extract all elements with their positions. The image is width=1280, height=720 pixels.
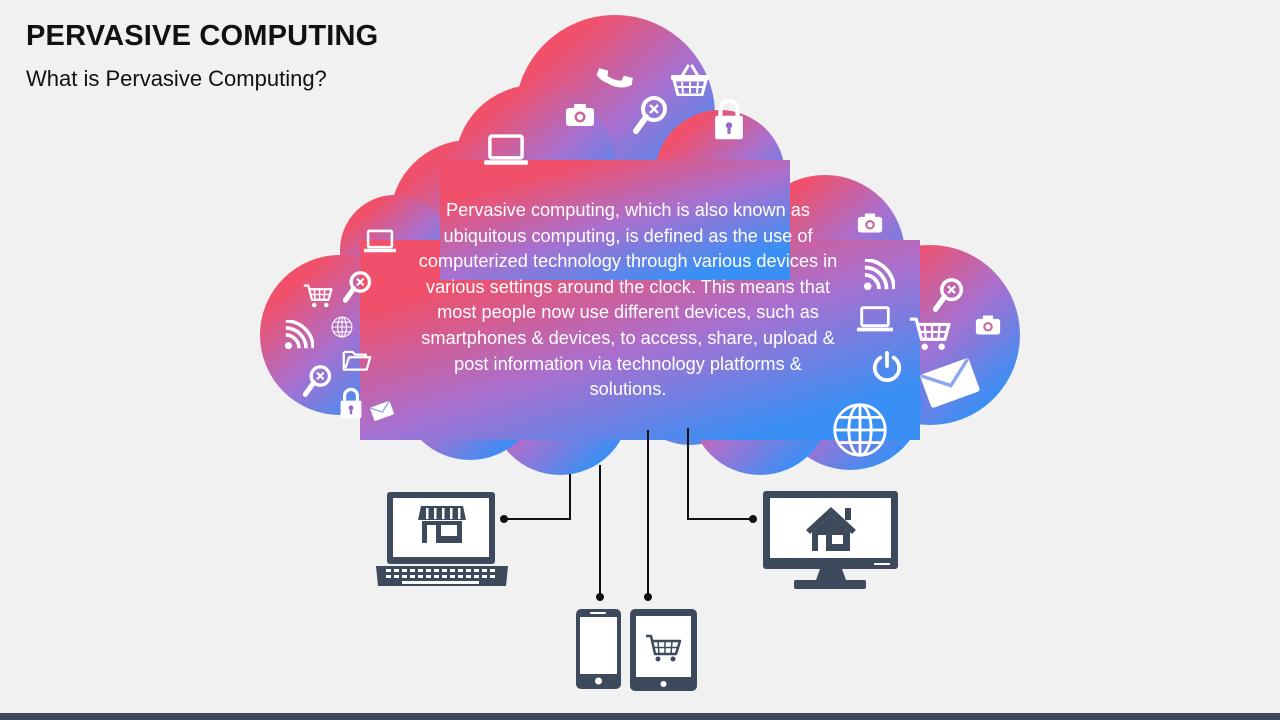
bottom-bar	[0, 713, 1280, 720]
laptop-store-device	[376, 492, 508, 586]
monitor-home-device	[763, 491, 898, 589]
globe-icon	[331, 316, 353, 338]
tablet-cart-device	[630, 609, 697, 691]
slide-title: PERVASIVE COMPUTING	[26, 20, 379, 52]
smartphone-device	[576, 609, 621, 689]
home-icon	[806, 507, 856, 551]
slide-subtitle: What is Pervasive Computing?	[26, 66, 327, 91]
store-icon	[418, 506, 466, 543]
globe-icon	[833, 403, 887, 457]
lock-icon	[715, 101, 743, 139]
cloud-description: Pervasive computing, which is also known…	[418, 200, 838, 400]
cart-icon	[646, 634, 682, 662]
connector-lines	[500, 428, 757, 601]
